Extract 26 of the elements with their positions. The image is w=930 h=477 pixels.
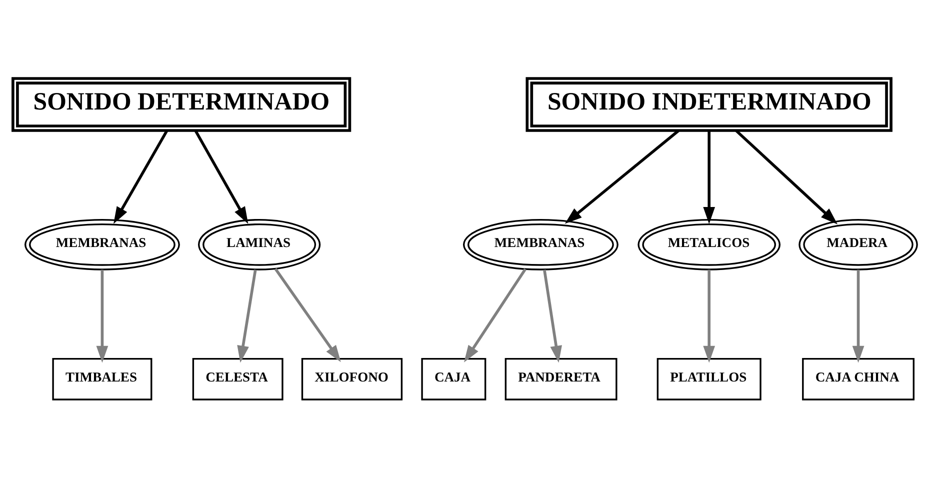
node-box: SONIDO DETERMINADO: [12, 76, 352, 132]
node-box: CAJA CHINA: [802, 357, 914, 400]
node-ellipse: LAMINAS: [198, 218, 321, 270]
arrow: [703, 269, 716, 362]
node-ellipse: MEMBRANAS: [462, 218, 618, 270]
node-box: XILOFONO: [301, 357, 403, 400]
arrow: [237, 269, 257, 362]
arrow: [96, 269, 108, 362]
arrow: [703, 130, 716, 224]
node-box: TIMBALES: [52, 357, 152, 400]
node-ellipse: MADERA: [798, 218, 918, 270]
arrow: [735, 129, 838, 224]
arrow: [564, 129, 680, 224]
node-box: SONIDO INDETERMINADO: [526, 76, 892, 132]
arrow: [543, 269, 562, 362]
arrow: [464, 268, 527, 362]
node-box: PANDERETA: [504, 357, 618, 400]
node-box: CAJA: [421, 357, 486, 400]
arrow: [274, 268, 341, 362]
arrow: [194, 129, 248, 224]
arrow: [852, 269, 864, 362]
node-ellipse: MEMBRANAS: [24, 218, 180, 270]
node-box: CELESTA: [192, 357, 284, 400]
node-ellipse: METALICOS: [638, 218, 781, 270]
arrow: [114, 129, 168, 224]
node-box: PLATILLOS: [656, 357, 762, 400]
